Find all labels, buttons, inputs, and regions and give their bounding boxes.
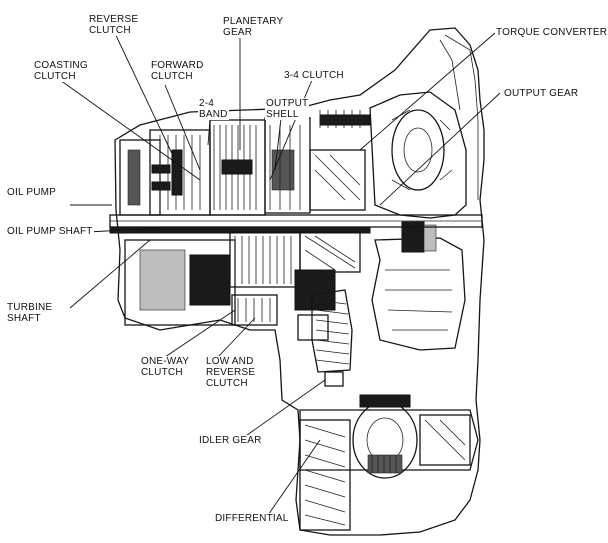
forward-clutch-label-line-2: CLUTCH: [151, 71, 193, 82]
low-and-reverse-clutch-label-line-2: REVERSE: [206, 367, 256, 378]
reverse-clutch-label: REVERSE CLUTCH: [88, 14, 140, 36]
leader-lines: [59, 26, 501, 519]
planetary-gear-label-line-2: GEAR: [223, 27, 253, 38]
oil-pump-label-line-1: OIL PUMP: [7, 187, 57, 198]
oil-pump-shaft-label: OIL PUMP SHAFT: [6, 226, 94, 237]
clutch-pack-assembly: [119, 110, 371, 216]
band-2-4-label-line-2: BAND: [199, 109, 228, 120]
lower-gear-section: [124, 231, 361, 341]
one-way-clutch-label-line-1: ONE-WAY: [141, 356, 190, 367]
low-and-reverse-clutch-label-line-3: CLUTCH: [206, 378, 248, 389]
differential-assembly: [299, 394, 479, 531]
planetary-gear-label-line-1: PLANETARY: [223, 16, 284, 27]
one-way-clutch-label-line-2: CLUTCH: [141, 367, 183, 378]
output-shell-label-line-2: SHELL: [266, 109, 299, 120]
reverse-clutch-label-line-1: REVERSE: [89, 14, 139, 25]
forward-clutch-label: FORWARD CLUTCH: [150, 60, 205, 82]
differential-label-line-1: DIFFERENTIAL: [215, 513, 289, 524]
reverse-clutch-label-line-2: CLUTCH: [89, 25, 131, 36]
forward-clutch-label-line-1: FORWARD: [151, 60, 204, 71]
oil-pump-shaft-label-line-1: OIL PUMP SHAFT: [7, 226, 93, 237]
idler-gear-label-line-1: IDLER GEAR: [199, 435, 262, 446]
band-2-4-label: 2-4 BAND: [198, 98, 229, 120]
torque-converter-label-line-1: TORQUE CONVERTER: [496, 27, 608, 38]
planetary-gear-label: PLANETARY GEAR: [222, 16, 285, 38]
band-2-4-label-line-1: 2-4: [199, 98, 215, 109]
torque-converter: [369, 91, 467, 351]
differential-label: DIFFERENTIAL: [214, 513, 290, 524]
coasting-clutch-label-line-1: COASTING: [34, 60, 88, 71]
main-shaft: [109, 214, 483, 234]
idler-gear-assembly: [311, 289, 353, 387]
coasting-clutch-label: COASTING CLUTCH: [33, 60, 89, 82]
torque-converter-label: TORQUE CONVERTER: [495, 27, 608, 38]
oil-pump-label: OIL PUMP: [6, 187, 58, 198]
low-and-reverse-clutch-label-line-1: LOW AND: [206, 356, 254, 367]
output-gear-label: OUTPUT GEAR: [503, 88, 580, 99]
one-way-clutch-label: ONE-WAY CLUTCH: [140, 356, 191, 378]
output-shell-label: OUTPUT SHELL: [265, 98, 310, 120]
output-shell-label-line-1: OUTPUT: [266, 98, 309, 109]
clutch-3-4-label-line-1: 3-4 CLUTCH: [284, 70, 344, 81]
turbine-shaft-label: TURBINE SHAFT: [6, 302, 54, 324]
idler-gear-label: IDLER GEAR: [198, 435, 263, 446]
coasting-clutch-label-line-2: CLUTCH: [34, 71, 76, 82]
turbine-shaft-label-line-2: SHAFT: [7, 313, 41, 324]
output-gear-label-line-1: OUTPUT GEAR: [504, 88, 579, 99]
clutch-3-4-label: 3-4 CLUTCH: [283, 70, 345, 81]
turbine-shaft-label-line-1: TURBINE: [7, 302, 53, 313]
transaxle-case: [114, 27, 485, 536]
low-and-reverse-clutch-label: LOW AND REVERSE CLUTCH: [205, 356, 257, 389]
